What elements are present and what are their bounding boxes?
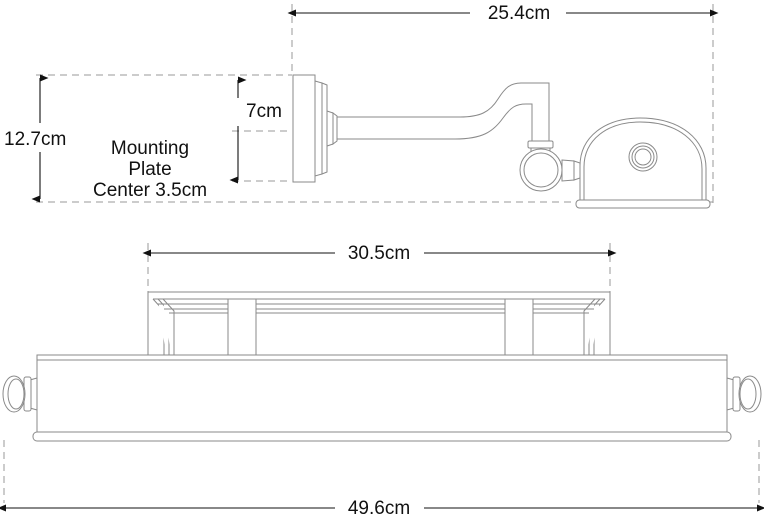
swivel-knuckle-geometry bbox=[519, 140, 581, 192]
lamp-body-geometry bbox=[32, 354, 732, 442]
dimension-label-projection: 25.4cm bbox=[488, 3, 550, 24]
mounting-plate-outer bbox=[292, 74, 316, 183]
dome-shade-base-rail bbox=[575, 199, 711, 209]
right-finial-geometry bbox=[726, 375, 762, 413]
knuckle-ball-inner bbox=[523, 152, 559, 188]
knuckle-side-boss-inner bbox=[573, 160, 581, 181]
mounting-plate-collar-inner bbox=[332, 112, 338, 145]
dome-shade-geometry bbox=[575, 117, 711, 209]
shade-vent-inner bbox=[634, 148, 652, 166]
mounting-plate-geometry bbox=[292, 74, 338, 183]
mounting-plate-collar bbox=[326, 110, 334, 147]
left-finial-ball-inner bbox=[7, 378, 25, 410]
dimension-label-arm-drop: 7cm bbox=[246, 101, 282, 122]
dimension-label-overall-width: 49.6cm bbox=[348, 498, 410, 519]
knuckle-collar-upper bbox=[527, 140, 554, 149]
lamp-body-bottom-rail bbox=[32, 431, 732, 442]
note-line-plate: Plate bbox=[128, 159, 171, 180]
note-line-center: Center 3.5cm bbox=[93, 180, 207, 201]
mounting-plate-inner bbox=[321, 82, 328, 175]
dimension-arm-drop-7: 7cm bbox=[229, 76, 282, 184]
lamp-body-main bbox=[36, 354, 728, 441]
dimension-label-backplate-width: 30.5cm bbox=[348, 243, 410, 264]
arm-lower-profile bbox=[337, 103, 533, 142]
front-elevation-view: 30.5cm 49.6cm bbox=[0, 243, 764, 519]
dimension-projection-25-4: 25.4cm bbox=[287, 3, 719, 24]
front-extension-lines bbox=[3, 243, 760, 503]
dimension-backplate-width-30-5: 30.5cm bbox=[142, 243, 617, 264]
swan-neck-arm-geometry bbox=[337, 82, 550, 146]
note-line-mounting: Mounting bbox=[111, 138, 189, 159]
note-mounting-plate: Mounting Plate Center 3.5cm bbox=[93, 138, 207, 201]
dimension-plate-height-12-7: 12.7cm bbox=[4, 74, 66, 203]
dimension-label-plate-height: 12.7cm bbox=[4, 129, 66, 150]
right-finial-ball-inner bbox=[739, 378, 757, 410]
dimension-overall-width-49-6: 49.6cm bbox=[0, 498, 764, 519]
mounting-plate-mid bbox=[314, 80, 323, 177]
left-finial-geometry bbox=[2, 375, 38, 413]
side-elevation-view: 25.4cm 12.7cm 7cm Mounting Plate Center … bbox=[4, 3, 719, 209]
knuckle-side-boss bbox=[561, 159, 575, 182]
